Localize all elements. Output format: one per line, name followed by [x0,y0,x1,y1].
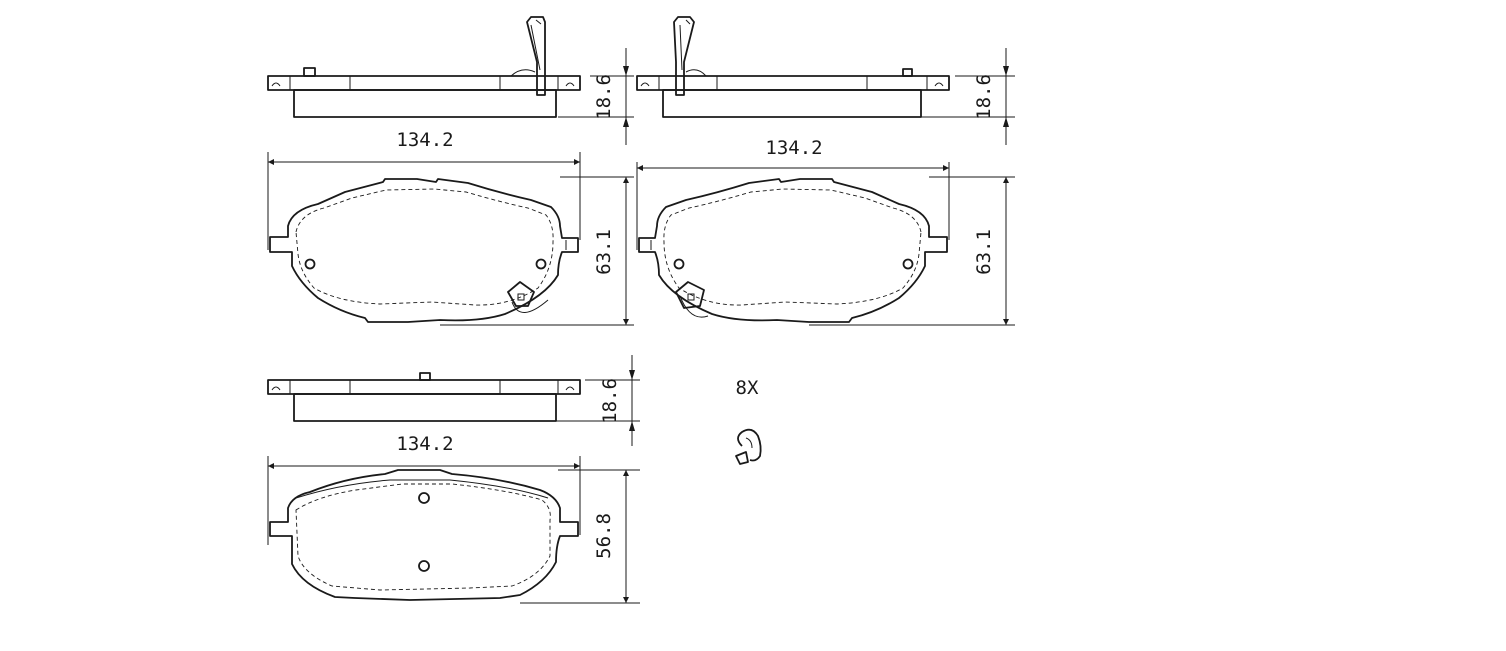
pad2-front-view: 63.1 [636,162,1015,326]
pad3-thickness-label: 18.6 [599,378,621,424]
pad2-width-label: 134.2 [765,137,822,159]
pad3-front-view: 56.8 [267,456,640,604]
pad3-thickness-dimension: 18.6 [556,355,640,446]
pad2-height-dimension: 63.1 [809,176,1015,326]
pad2-sensor-tab [675,281,709,318]
pad2-thickness-dimension: 18.6 [921,48,1015,145]
pad1-thickness-dimension: 18.6 [558,48,634,145]
pad3-width-dimension [267,456,581,545]
pad3-height-dimension: 56.8 [520,469,640,604]
pad2-height-label: 63.1 [973,229,995,275]
pad2-wear-indicator [673,16,707,96]
retaining-clip-icon [735,428,762,465]
pad3-height-label: 56.8 [593,513,615,559]
pad1-sensor-tab [507,281,549,313]
clip-quantity-label: 8X [736,377,759,399]
pad1-width-label: 134.2 [396,129,453,151]
pad3-side-view: 18.6 134.2 [267,355,640,455]
pad1-height-label: 63.1 [593,229,615,275]
pad2-side-view: 18.6 134.2 [636,16,1015,159]
pad3-width-label: 134.2 [396,433,453,455]
pad1-side-view: 18.6 134.2 [267,16,634,151]
pad1-front-view: 63.1 [267,152,634,326]
pad1-wear-indicator [510,16,546,96]
pad2-width-dimension [636,162,950,250]
pad2-thickness-label: 18.6 [973,74,995,120]
pad1-thickness-label: 18.6 [593,74,615,120]
pad1-height-dimension: 63.1 [440,176,634,326]
pad1-width-dimension [267,152,581,250]
